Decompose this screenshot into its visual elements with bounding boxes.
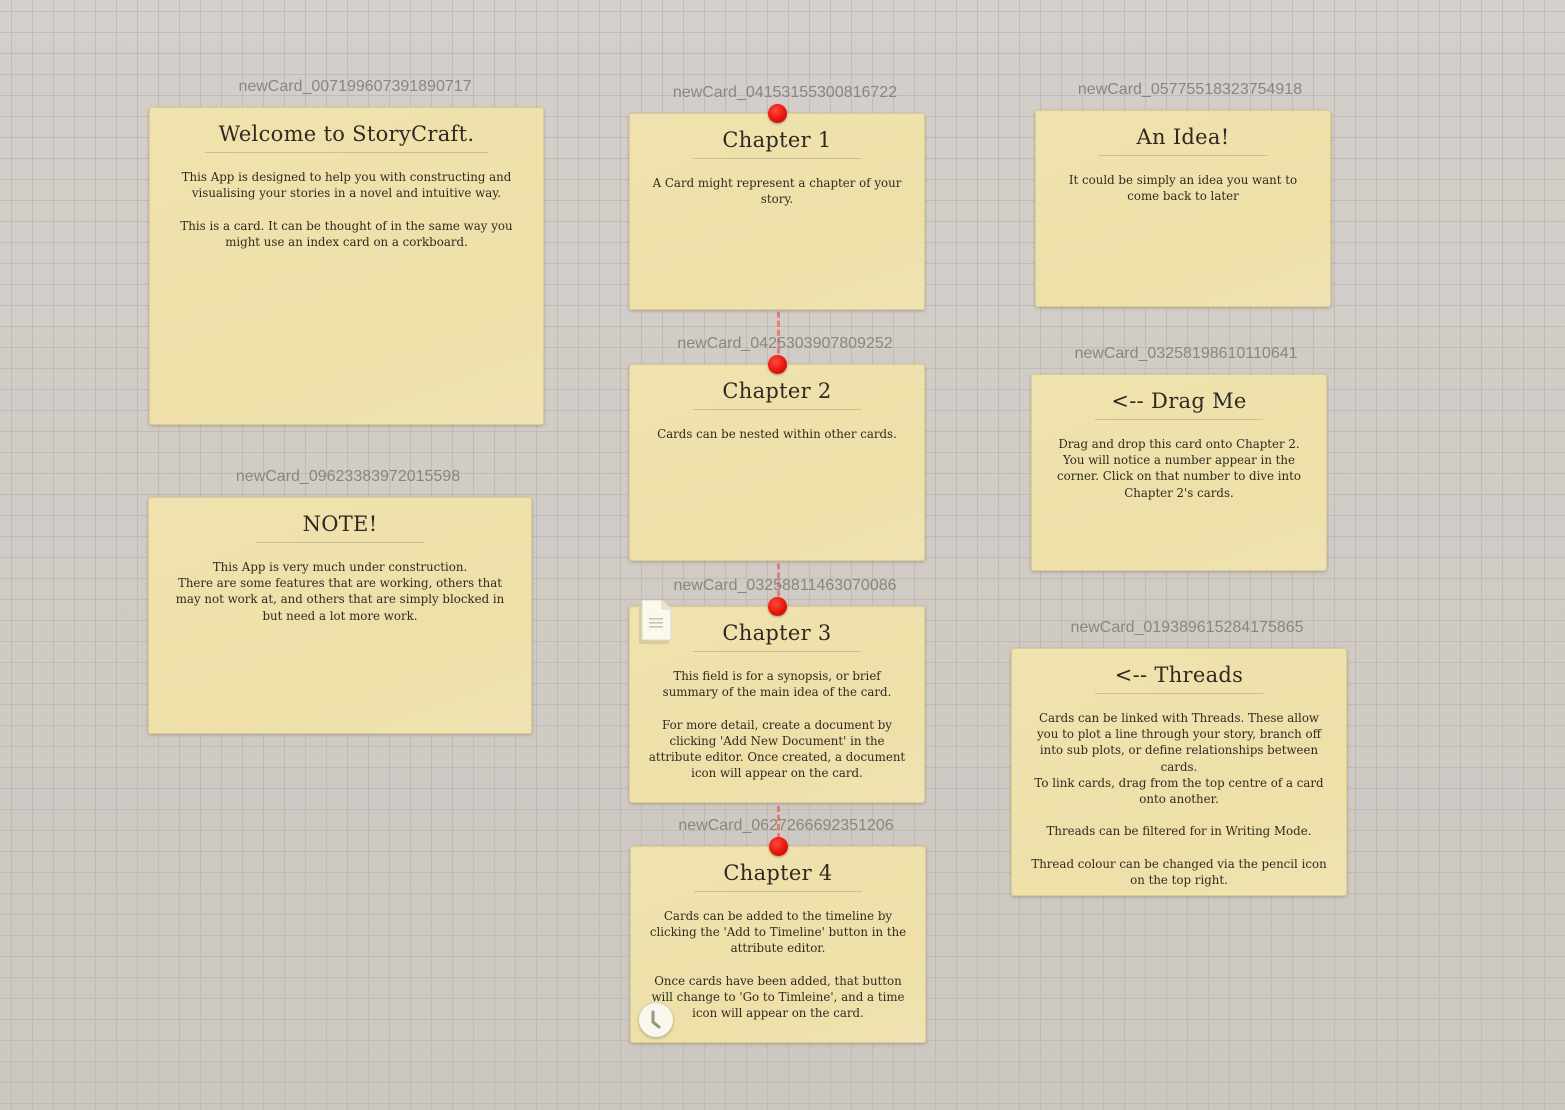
card-welcome[interactable]: Welcome to StoryCraft. This App is desig… [149, 107, 544, 425]
card-title: Welcome to StoryCraft. [204, 122, 489, 153]
card-synopsis: Cards can be added to the timeline by cl… [649, 909, 907, 1021]
card-an-idea[interactable]: An Idea! It could be simply an idea you … [1035, 110, 1331, 307]
card-id-label: newCard_03258198610110641 [1074, 345, 1298, 362]
card-chapter-4[interactable]: Chapter 4 Cards can be added to the time… [630, 846, 926, 1043]
card-title: Chapter 2 [693, 379, 861, 410]
thread-pin[interactable] [768, 355, 787, 374]
card-synopsis: A Card might represent a chapter of your… [652, 176, 902, 207]
card-chapter-2[interactable]: Chapter 2 Cards can be nested within oth… [629, 364, 925, 561]
card-id-label: newCard_09623383972015598 [235, 468, 461, 485]
card-synopsis: This App is very much under construction… [175, 560, 505, 623]
card-id-label: newCard_05775518323754918 [1077, 81, 1303, 98]
card-title: <-- Drag Me [1095, 389, 1263, 420]
card-chapter-1[interactable]: Chapter 1 A Card might represent a chapt… [629, 113, 925, 310]
card-title: Chapter 1 [693, 128, 861, 159]
card-synopsis: It could be simply an idea you want to c… [1068, 173, 1298, 204]
card-id-label: newCard_0425303907809252 [677, 335, 893, 352]
card-synopsis: This field is for a synopsis, or brief s… [648, 669, 906, 781]
card-note[interactable]: NOTE! This App is very much under constr… [148, 497, 532, 734]
card-title: <-- Threads [1095, 663, 1263, 694]
card-id-label: newCard_019389615284175865 [1070, 619, 1304, 636]
thread-pin[interactable] [768, 597, 787, 616]
card-threads[interactable]: <-- Threads Cards can be linked with Thr… [1011, 648, 1347, 896]
card-title: NOTE! [256, 512, 424, 543]
clock-icon[interactable] [639, 1003, 673, 1037]
card-synopsis: Cards can be nested within other cards. [657, 427, 897, 441]
card-title: An Idea! [1099, 125, 1267, 156]
card-id-label: newCard_0627266692351206 [678, 817, 894, 834]
card-synopsis: Cards can be linked with Threads. These … [1031, 711, 1327, 888]
thread-pin[interactable] [769, 837, 788, 856]
card-title: Chapter 4 [694, 861, 862, 892]
card-chapter-3[interactable]: Chapter 3 This field is for a synopsis, … [629, 606, 925, 803]
document-icon[interactable] [638, 599, 674, 646]
thread-pin[interactable] [768, 104, 787, 123]
card-id-label: newCard_03258811463070086 [673, 577, 897, 594]
card-synopsis: This App is designed to help you with co… [180, 170, 513, 249]
card-id-label: newCard_04153155300816722 [672, 84, 898, 101]
card-id-label: newCard_007199607391890717 [238, 78, 472, 95]
card-drag-me[interactable]: <-- Drag Me Drag and drop this card onto… [1031, 374, 1327, 571]
card-synopsis: Drag and drop this card onto Chapter 2. … [1057, 437, 1301, 500]
card-title: Chapter 3 [693, 621, 861, 652]
